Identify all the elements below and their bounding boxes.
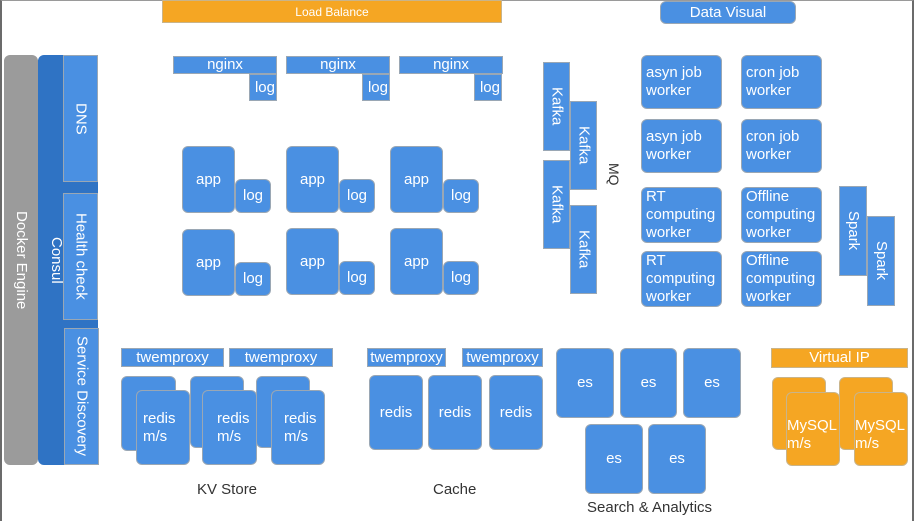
service-discovery-box: Service Discovery: [64, 328, 99, 465]
nginx-log-box: log: [249, 74, 277, 101]
offline-computing-worker-box: Offline computing worker: [741, 187, 822, 243]
cron-job-worker-box: cron job worker: [741, 119, 822, 173]
health-check-box: Health check: [63, 193, 98, 320]
es-box: es: [648, 424, 706, 494]
rt-computing-worker-box: RT computing worker: [641, 187, 722, 243]
cache-label: Cache: [433, 481, 477, 498]
load-balance-bar: Load Balance: [162, 0, 502, 23]
app-log-box: log: [443, 261, 479, 295]
app-log-box: log: [339, 261, 375, 295]
twemproxy-box: twemproxy: [367, 348, 446, 367]
nginx-box: nginx: [286, 56, 390, 74]
app-box: app: [390, 146, 443, 213]
nginx-log-box: log: [474, 74, 502, 101]
mysql-ms-box: MySQL m/s: [854, 392, 908, 466]
redis-box: redis: [489, 375, 543, 450]
asyn-job-worker-box: asyn job worker: [641, 55, 722, 109]
twemproxy-box: twemproxy: [462, 348, 543, 367]
app-box: app: [182, 229, 235, 296]
kafka-box: Kafka: [570, 101, 597, 190]
redis-ms-box: redis m/s: [271, 390, 325, 465]
redis-ms-box: redis m/s: [136, 390, 190, 465]
app-box: app: [286, 228, 339, 295]
kafka-box: Kafka: [570, 205, 597, 294]
asyn-job-worker-box: asyn job worker: [641, 119, 722, 173]
app-log-box: log: [235, 179, 271, 213]
redis-ms-box: redis m/s: [202, 390, 257, 465]
nginx-log-box: log: [362, 74, 390, 101]
es-box: es: [556, 348, 614, 418]
app-log-box: log: [235, 262, 271, 296]
es-box: es: [683, 348, 741, 418]
es-box: es: [620, 348, 677, 418]
kafka-box: Kafka: [543, 160, 570, 249]
mysql-ms-box: MySQL m/s: [786, 392, 840, 466]
docker-engine-bar: Docker Engine: [4, 55, 38, 465]
app-log-box: log: [443, 179, 479, 213]
virtual-ip-bar: Virtual IP: [771, 348, 908, 368]
nginx-box: nginx: [173, 56, 277, 74]
kv-store-label: KV Store: [197, 481, 258, 498]
rt-computing-worker-box: RT computing worker: [641, 251, 722, 307]
nginx-box: nginx: [399, 56, 503, 74]
cron-job-worker-box: cron job worker: [741, 55, 822, 109]
redis-box: redis: [428, 375, 482, 450]
twemproxy-box: twemproxy: [229, 348, 333, 367]
mq-label: MQ: [606, 163, 622, 186]
redis-box: redis: [369, 375, 423, 450]
twemproxy-box: twemproxy: [121, 348, 224, 367]
app-box: app: [286, 146, 339, 213]
offline-computing-worker-box: Offline computing worker: [741, 251, 822, 307]
dns-box: DNS: [63, 55, 98, 182]
spark-box: Spark: [839, 186, 867, 276]
es-box: es: [585, 424, 643, 494]
kafka-box: Kafka: [543, 62, 570, 151]
search-analytics-label: Search & Analytics: [587, 499, 713, 516]
app-box: app: [182, 146, 235, 213]
app-box: app: [390, 228, 443, 295]
spark-box: Spark: [867, 216, 895, 306]
app-log-box: log: [339, 179, 375, 213]
data-visual-box: Data Visual: [660, 1, 796, 24]
